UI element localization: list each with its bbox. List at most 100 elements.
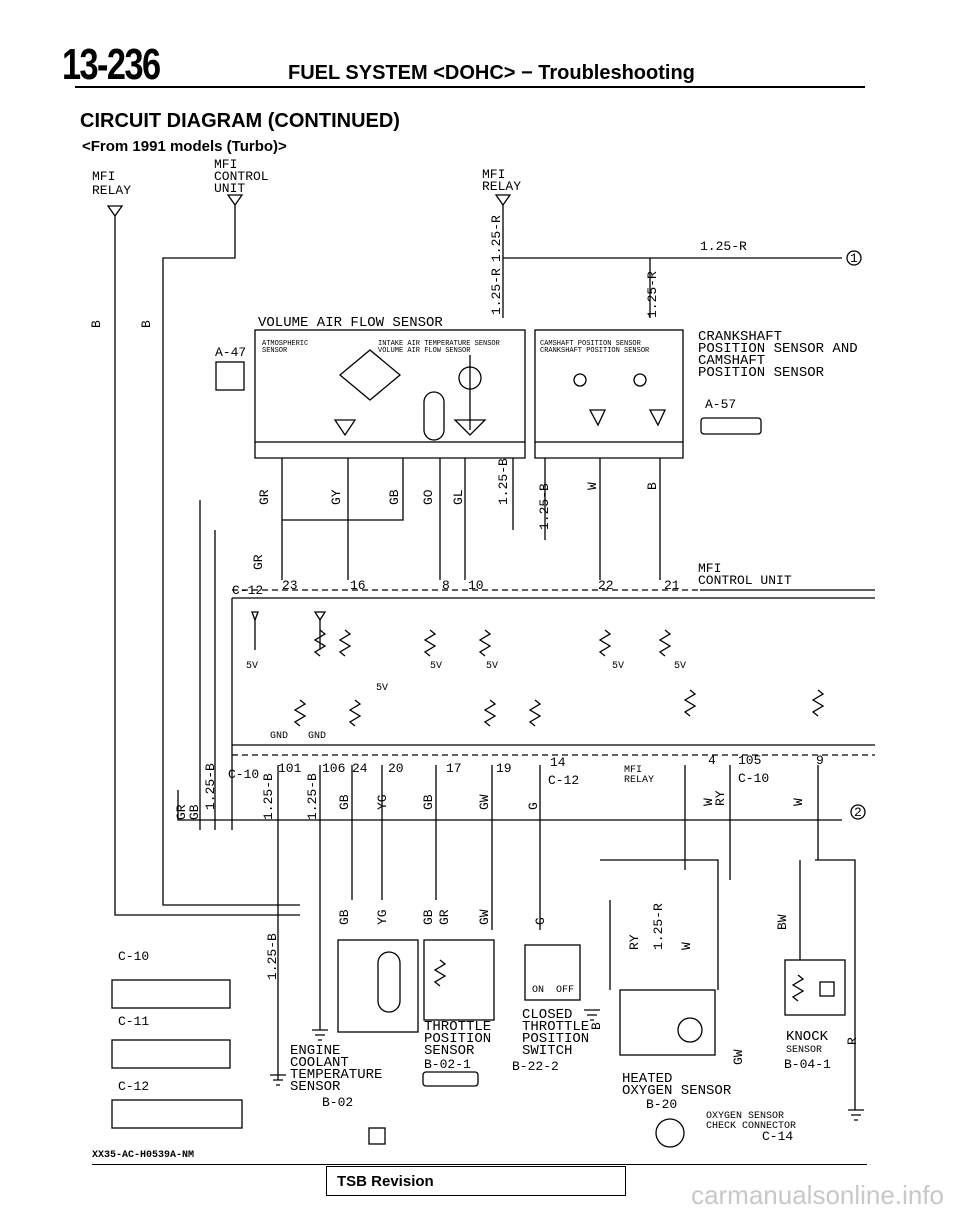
- crank-label-2: POSITION SENSOR AND: [698, 341, 858, 357]
- wire-125b-6: 1.25-B: [265, 933, 280, 980]
- ect-label-4: SENSOR: [290, 1079, 341, 1095]
- five-v-1: 5V: [246, 661, 258, 672]
- ecu-pin-8: 8: [442, 578, 450, 593]
- wire-gl: GL: [451, 489, 466, 505]
- ect-label-1: ENGINE: [290, 1043, 340, 1059]
- connector-c12-left: C-12: [118, 1079, 149, 1094]
- knock-label-2: SENSOR: [786, 1045, 822, 1056]
- connector-c10-left: C-10: [118, 949, 149, 964]
- ecu-pin-23: 23: [282, 578, 298, 593]
- ctps-off: OFF: [556, 985, 574, 996]
- circle-ref-2: 2: [854, 805, 862, 820]
- ecu-pin-105: 105: [738, 753, 761, 768]
- knock-label-1: KNOCK: [786, 1029, 829, 1045]
- connector-c11-left: C-11: [118, 1014, 149, 1029]
- ecu-pin-21: 21: [664, 578, 680, 593]
- wire-yg-2: YG: [375, 909, 390, 925]
- wire-g-2: G: [533, 917, 548, 925]
- connector-c14: C-14: [762, 1129, 793, 1144]
- ckp-sensor-label: CRANKSHAFT POSITION SENSOR: [540, 347, 650, 355]
- wire-125b-3: 1.25-B: [203, 763, 218, 810]
- connector-c12-a: C-12: [232, 583, 263, 598]
- tsb-revision-box: TSB Revision: [326, 1166, 626, 1196]
- wire-yg-1: YG: [375, 794, 390, 810]
- o2-check-label-2: CHECK CONNECTOR: [706, 1121, 796, 1132]
- wire-125b-4: 1.25-B: [261, 773, 276, 820]
- wire-w-4: W: [679, 942, 694, 950]
- ecu-pin-22: 22: [598, 578, 614, 593]
- ecu-pin-9: 9: [816, 753, 824, 768]
- crank-label-3: CAMSHAFT: [698, 353, 765, 369]
- circle-ref-1: 1: [850, 251, 858, 266]
- wire-b-3: B: [589, 1022, 604, 1030]
- wire-r: R: [845, 1037, 860, 1045]
- wire-125b-5: 1.25-B: [305, 773, 320, 820]
- wire-b-2: B: [645, 482, 660, 490]
- ecu-pin-17: 17: [446, 761, 462, 776]
- wire-gw-2: GW: [477, 909, 492, 925]
- connector-a57: A-57: [705, 397, 736, 412]
- ctps-label-3: POSITION: [522, 1031, 589, 1047]
- ho2s-label-2: OXYGEN SENSOR: [622, 1083, 732, 1099]
- tps-label-1: THROTTLE: [424, 1019, 491, 1035]
- ecu-mfi-label: MFI: [698, 561, 721, 576]
- iat-sensor-label: INTAKE AIR TEMPERATURE SENSOR: [378, 340, 501, 348]
- mfi-cu-label-3: UNIT: [214, 181, 245, 196]
- ecu-pin-4: 4: [708, 753, 716, 768]
- mfi-relay2-label-1: MFI: [482, 167, 505, 182]
- wire-bw: BW: [775, 914, 790, 930]
- drawing-code: XX35-AC-H0539A-NM: [92, 1150, 195, 1161]
- wire-gw-1: GW: [477, 794, 492, 810]
- connector-b02: B-02: [322, 1095, 353, 1110]
- wire-gb-3: GB: [337, 794, 352, 810]
- mfi-relay3-label-2: RELAY: [624, 775, 654, 786]
- connector-b222: B-22-2: [512, 1059, 559, 1074]
- wire-label-125r-top: 1.25-R: [700, 239, 747, 254]
- wire-go: GO: [421, 489, 436, 505]
- mfi-cu-label-2: CONTROL: [214, 169, 269, 184]
- connector-a47: A-47: [215, 345, 246, 360]
- atm-sensor-label-2: SENSOR: [262, 347, 288, 355]
- wire-gb-1: GB: [387, 489, 402, 505]
- vaf-sensor-label: VOLUME AIR FLOW SENSOR: [378, 347, 471, 355]
- ecu-cu-label: CONTROL UNIT: [698, 573, 792, 588]
- five-v-2: 5V: [430, 661, 442, 672]
- ect-label-3: TEMPERATURE: [290, 1067, 382, 1083]
- ecu-pin-106: 106: [322, 761, 345, 776]
- wire-gb-6: GB: [421, 909, 436, 925]
- wire-gy: GY: [329, 489, 344, 505]
- wire-w-3: W: [791, 798, 806, 806]
- ecu-pin-20: 20: [388, 761, 404, 776]
- connector-c10-a: C-10: [228, 767, 259, 782]
- connector-b041: B-04-1: [784, 1057, 831, 1072]
- wire-125b-2: 1.25-B: [537, 483, 552, 530]
- wire-gr-4: GR: [437, 909, 452, 925]
- ecu-pin-16: 16: [350, 578, 366, 593]
- mfi-relay-label-2: RELAY: [92, 183, 131, 198]
- mfi-relay-label-1: MFI: [92, 169, 115, 184]
- wire-gr-2: GR: [251, 554, 266, 570]
- tps-label-2: POSITION: [424, 1031, 491, 1047]
- tsb-revision-label: TSB Revision: [337, 1173, 434, 1190]
- mfi-relay3-label-1: MFI: [624, 765, 642, 776]
- crank-label-4: POSITION SENSOR: [698, 365, 825, 381]
- wire-ry-1: RY: [713, 790, 728, 806]
- ecu-pin-24: 24: [352, 761, 368, 776]
- wire-gw-3: GW: [731, 1049, 746, 1065]
- mfi-cu-label-1: MFI: [214, 157, 237, 172]
- connector-b021: B-02-1: [424, 1057, 471, 1072]
- ecu-pin-10: 10: [468, 578, 484, 593]
- cmp-sensor-label: CAMSHAFT POSITION SENSOR: [540, 340, 642, 348]
- vafs-title: VOLUME AIR FLOW SENSOR: [258, 315, 443, 331]
- wire-label-b-left-2: B: [139, 320, 154, 328]
- header-title: FUEL SYSTEM <DOHC> − Troubleshooting: [288, 62, 695, 84]
- ecu-pin-19: 19: [496, 761, 512, 776]
- ctps-on: ON: [532, 985, 544, 996]
- connector-c12-b: C-12: [548, 773, 579, 788]
- ho2s-label-1: HEATED: [622, 1071, 672, 1087]
- tps-label-3: SENSOR: [424, 1043, 475, 1059]
- five-v-3: 5V: [486, 661, 498, 672]
- page-number: 13-236: [62, 40, 161, 89]
- header-rule: [75, 86, 865, 88]
